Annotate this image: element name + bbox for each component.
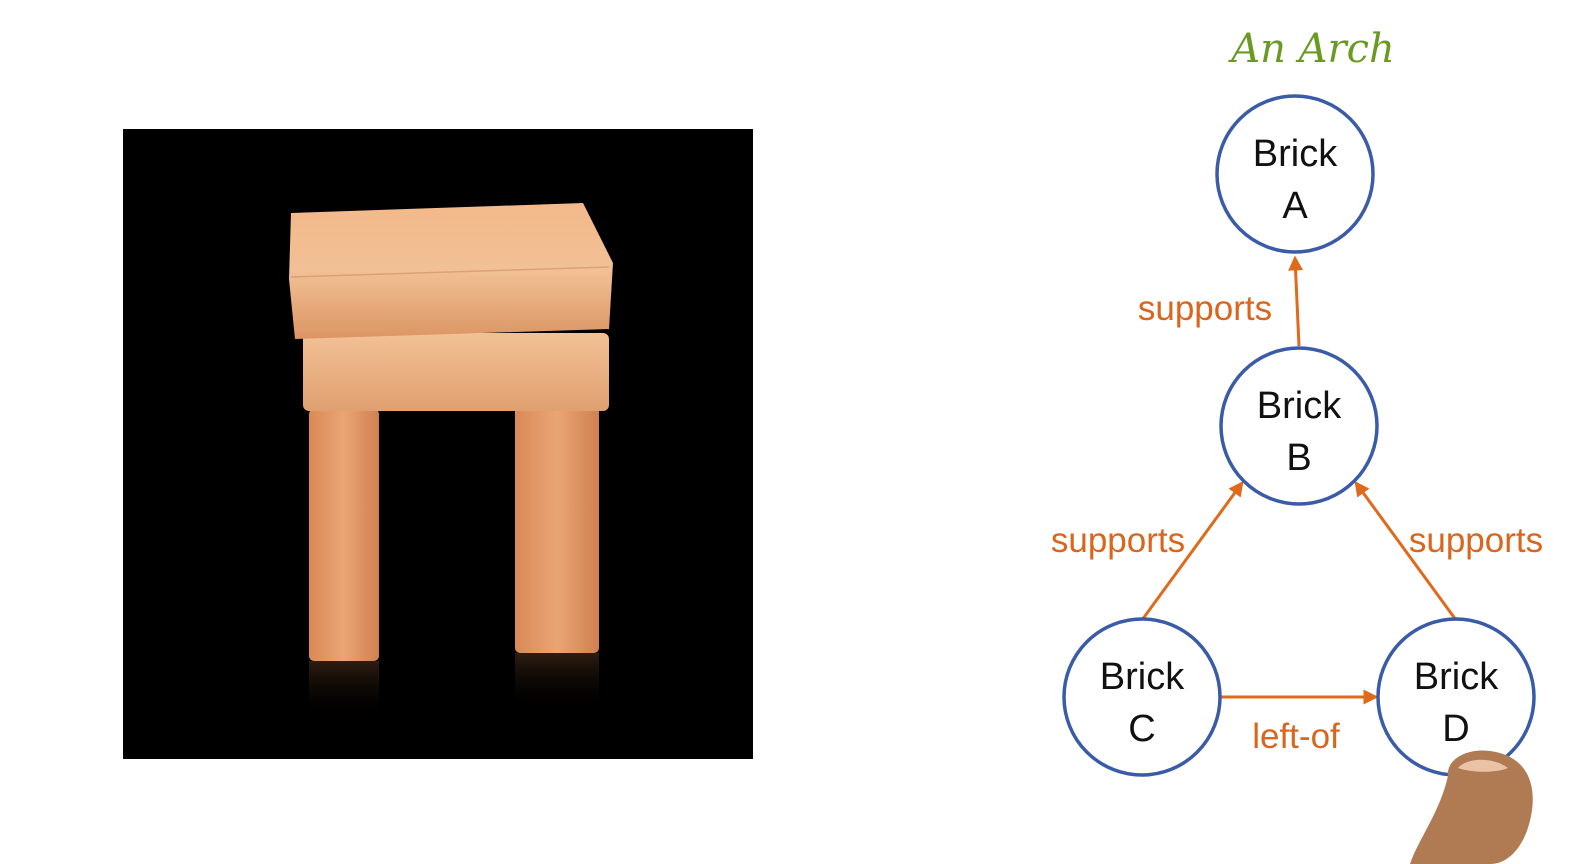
pointing-finger [1410,750,1533,864]
node-label-line1: Brick [1253,133,1338,175]
diagram-title: An Arch [1227,26,1395,72]
node-label-line2: C [1128,708,1155,750]
node-circle [1062,617,1222,777]
edge-c-supports-b [1140,480,1244,621]
node-circle [1219,346,1379,506]
node-label-line2: A [1282,185,1308,227]
left-leg-reflection [309,661,379,721]
middle-lintel-block [303,333,609,411]
node-brick-a: Brick A [1215,94,1375,254]
node-brick-b: Brick B [1219,346,1379,506]
node-label-line1: Brick [1100,656,1185,698]
node-label-line2: B [1286,437,1311,479]
left-leg-block [309,409,379,661]
node-label-line1: Brick [1414,656,1499,698]
edge-b-supports-a [1288,255,1304,347]
top-lintel-block [289,203,613,339]
edge-label-b-a: supports [1138,289,1272,328]
node-label-line2: D [1442,708,1469,750]
top-block-edge [290,266,610,278]
edge-label-c-b: supports [1051,521,1185,560]
node-circle [1215,94,1375,254]
node-label-line1: Brick [1257,385,1342,427]
edge-label-d-b: supports [1409,521,1543,560]
edge-d-supports-b [1354,480,1458,621]
right-leg-block [515,405,599,653]
edge-label-c-d: left-of [1252,717,1340,756]
node-brick-d: Brick D [1376,617,1536,777]
node-brick-c: Brick C [1062,617,1222,777]
right-leg-reflection [515,653,599,713]
arch-photo [123,129,753,759]
